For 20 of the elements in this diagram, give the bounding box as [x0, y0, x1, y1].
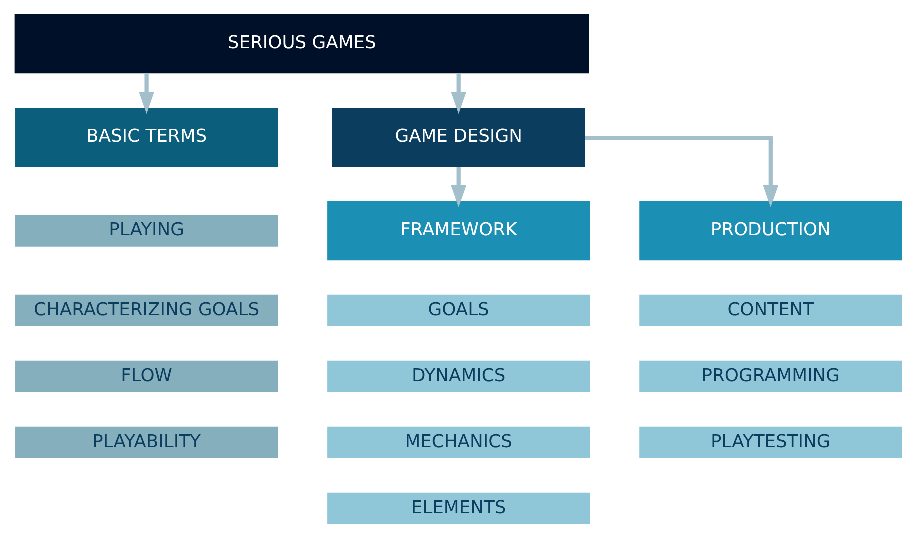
node-box: FLOW	[15, 360, 278, 392]
arrow	[450, 166, 466, 208]
arrow	[584, 136, 778, 207]
node-box: ELEMENTS	[327, 492, 590, 524]
node-box: PLAYTESTING	[639, 426, 902, 458]
node-box: SERIOUS GAMES	[14, 14, 589, 74]
node-box: MECHANICS	[327, 426, 590, 458]
node-box: PROGRAMMING	[639, 360, 902, 392]
node-box: BASIC TERMS	[15, 107, 278, 167]
node-box: PLAYING	[15, 214, 278, 246]
node-box: GAME DESIGN	[332, 107, 585, 167]
node-box: PLAYABILITY	[15, 426, 278, 458]
node-box: CHARACTERIZING GOALS	[15, 294, 278, 326]
node-box: FRAMEWORK	[327, 200, 590, 260]
node-box: CONTENT	[639, 294, 902, 326]
node-box: GOALS	[327, 294, 590, 326]
node-box: PRODUCTION	[639, 200, 902, 260]
node-box: DYNAMICS	[327, 360, 590, 392]
arrow	[138, 73, 154, 114]
arrow	[450, 73, 466, 114]
